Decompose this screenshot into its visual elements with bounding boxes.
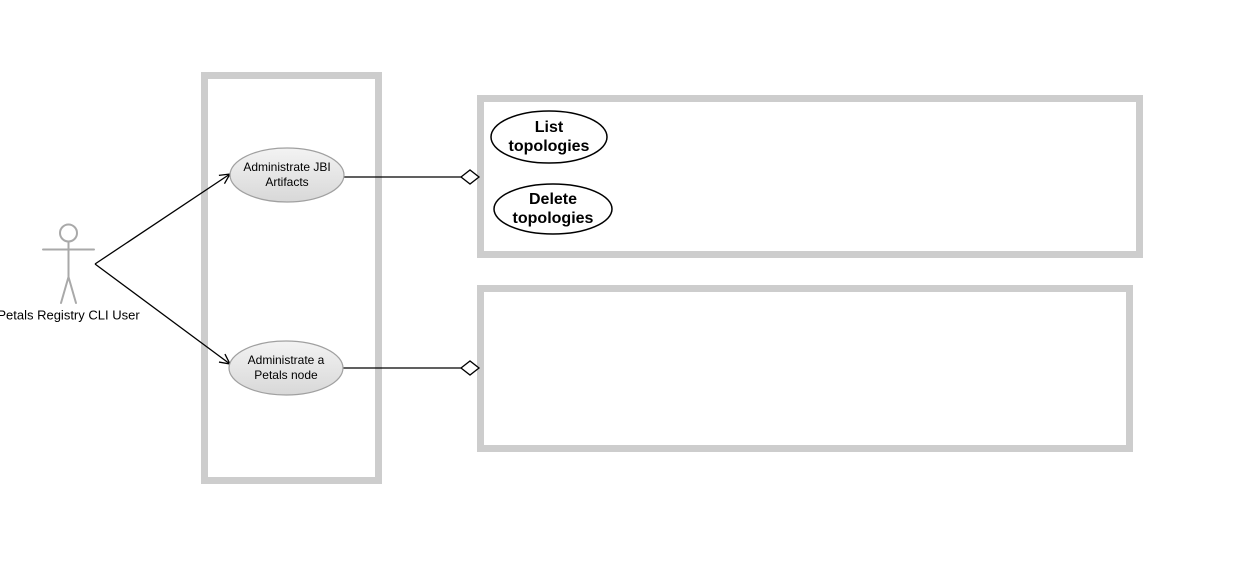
actor-legs bbox=[60, 273, 77, 304]
usecase-ellipse-administrate-jbi-artifacts bbox=[229, 147, 345, 203]
boundary-box-petals-node bbox=[477, 285, 1133, 452]
actor-head bbox=[59, 223, 78, 243]
usecase-label-administrate-jbi-artifacts: Administrate JBI Artifacts bbox=[243, 160, 331, 189]
actor-icon bbox=[42, 223, 95, 304]
usecase-label-list-topologies: List topologies bbox=[508, 118, 590, 155]
boundary-box-jbi-artifacts bbox=[477, 95, 1143, 258]
association-actor-to-petals-node bbox=[94, 263, 232, 365]
diamond-connector-icon bbox=[459, 169, 481, 185]
usecase-ellipse-list-topologies bbox=[490, 110, 608, 164]
actor-label: Petals Registry CLI User bbox=[0, 307, 140, 323]
usecase-ellipse-delete-topologies bbox=[493, 183, 613, 235]
boundary-box-primary-usecases bbox=[201, 72, 382, 484]
usecase-label-administrate-petals-node: Administrate a Petals node bbox=[247, 353, 325, 382]
usecase-ellipse-administrate-petals-node bbox=[228, 340, 344, 396]
diamond-connector-icon bbox=[459, 360, 481, 376]
association-actor-to-jbi-artifacts bbox=[94, 173, 232, 265]
usecase-label-delete-topologies: Delete topologies bbox=[512, 190, 594, 227]
